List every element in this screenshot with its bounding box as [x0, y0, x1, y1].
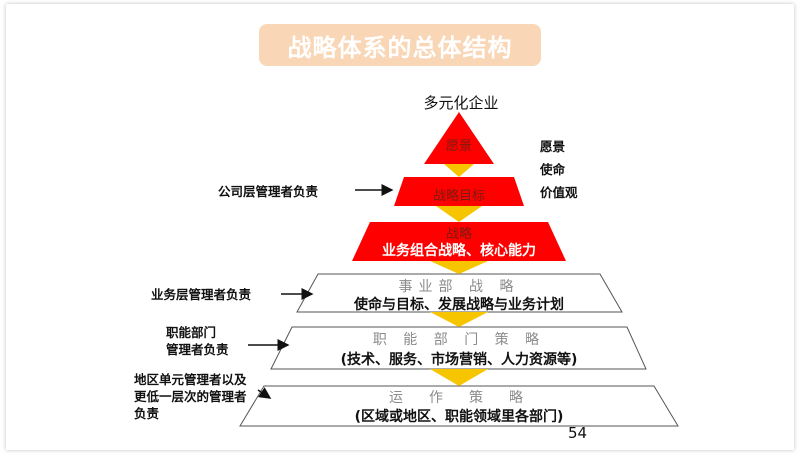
- label-regional-line: 更低一层次的管理者: [134, 389, 247, 404]
- level-business-main: 使命与目标、发展战略与业务计划: [354, 297, 564, 313]
- right-list-item: 使命: [540, 162, 566, 177]
- label-company-level: 公司层管理者负责: [218, 184, 319, 199]
- pyramid-level-strategy: [352, 222, 566, 261]
- label-functional-line: 职能部门: [166, 325, 217, 340]
- level-operations-sub: 运 作 策 略: [389, 390, 529, 406]
- level-functional-sub: 职 能 部 门 策 略: [372, 332, 546, 348]
- connector-chevron: [436, 206, 482, 222]
- label-functional-level: 职能部门 管理者负责: [166, 324, 229, 358]
- level-business-sub: 事业部 战 略: [398, 279, 520, 295]
- connector-chevron: [444, 164, 474, 177]
- connector-chevron: [430, 261, 488, 274]
- label-regional-level: 地区单元管理者以及 更低一层次的管理者 负责: [134, 371, 247, 422]
- title-banner: 战略体系的总体结构: [259, 24, 541, 66]
- label-business-level: 业务层管理者负责: [151, 287, 252, 302]
- pyramid-level-functional: [270, 326, 647, 370]
- level-goals-label: 战略目标: [432, 189, 485, 204]
- pyramid-level-operations: [239, 385, 679, 427]
- right-list-item: 愿景: [540, 139, 566, 154]
- top-label: 多元化企业: [423, 94, 499, 112]
- arrow-regional: [257, 387, 272, 399]
- right-list-item: 价值观: [540, 185, 578, 200]
- pyramid-level-vision: [424, 112, 494, 164]
- label-functional-line: 管理者负责: [166, 342, 229, 357]
- level-strategy-sub: 战略: [445, 227, 472, 242]
- level-operations-main: (区域或地区、职能领域里各部门): [354, 409, 564, 425]
- right-list: 愿景 使命 价值观: [540, 138, 578, 201]
- level-vision-label: 愿景: [445, 139, 472, 154]
- connector-chevron: [430, 312, 488, 327]
- slide-title: 战略体系的总体结构: [287, 33, 513, 62]
- level-functional-main: (技术、服务、市场营销、人力资源等): [340, 352, 578, 368]
- label-regional-line: 地区单元管理者以及: [134, 372, 247, 387]
- connector-chevron: [430, 369, 488, 386]
- label-regional-line: 负责: [134, 406, 160, 421]
- level-strategy-main: 业务组合战略、核心能力: [382, 243, 536, 259]
- page-number: 54: [568, 424, 588, 442]
- pyramid-level-goals: [394, 177, 524, 206]
